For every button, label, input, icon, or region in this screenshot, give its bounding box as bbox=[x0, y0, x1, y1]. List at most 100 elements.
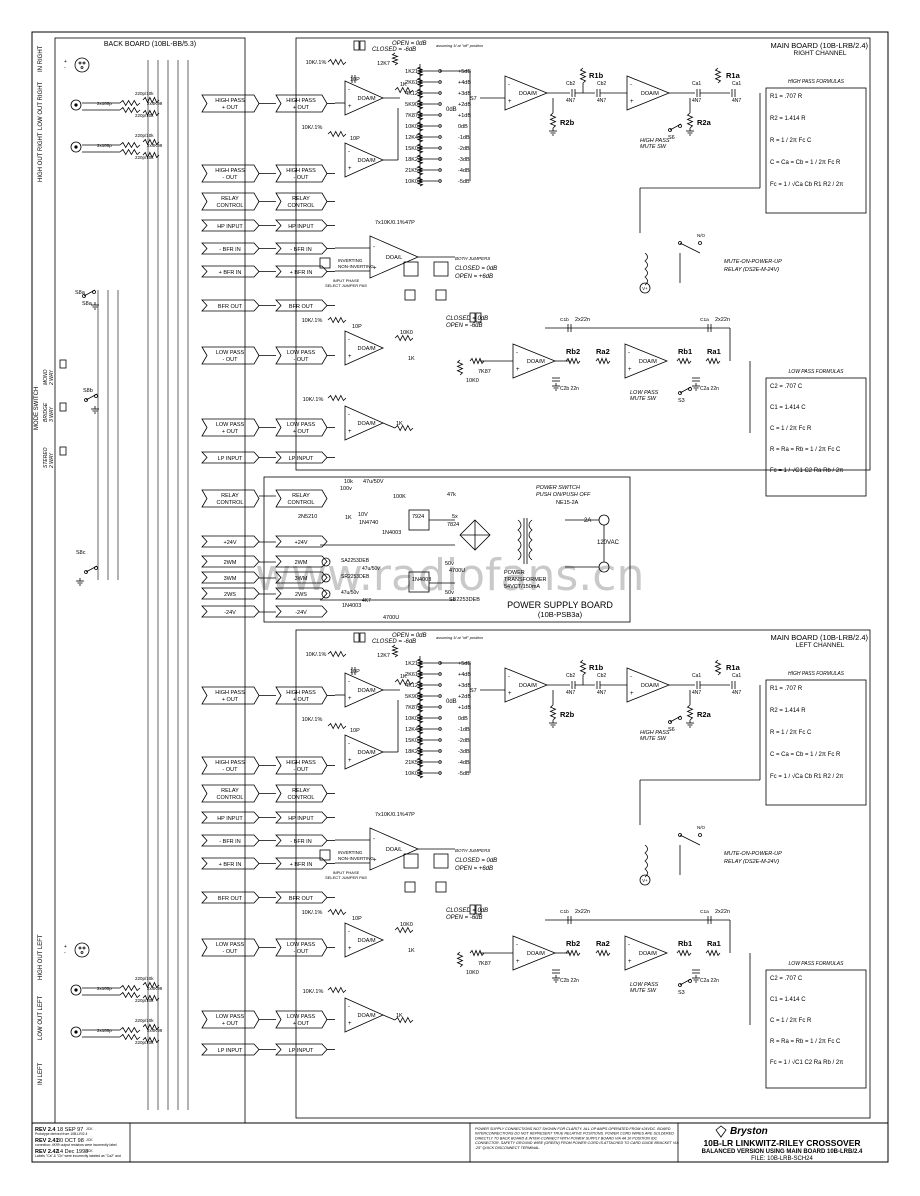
label: 220p/10k bbox=[135, 91, 154, 96]
jumper-note: assuming 1f at "off" position bbox=[436, 636, 483, 640]
opamp-symbol bbox=[344, 922, 384, 958]
label: 21K5 bbox=[405, 760, 418, 766]
opamp-pin: - bbox=[516, 942, 518, 948]
jumper bbox=[469, 312, 476, 323]
opamp-pin: + bbox=[348, 758, 352, 764]
watermark: www.radiofans.cn bbox=[255, 550, 644, 601]
label: 1K bbox=[408, 356, 415, 362]
lp-input-connector bbox=[201, 451, 260, 464]
relay-contact bbox=[698, 833, 702, 837]
minus-24v-connector bbox=[201, 605, 260, 618]
wire bbox=[85, 565, 98, 573]
xlr-pin bbox=[82, 946, 86, 950]
revision-by: JCK bbox=[86, 1149, 93, 1153]
opamp-label: DOA/M bbox=[358, 421, 376, 427]
bfr-out-connector bbox=[275, 891, 328, 904]
hp-input-connector bbox=[201, 219, 260, 232]
side-label: IN RIGHT bbox=[38, 45, 44, 72]
label: 1K21 bbox=[405, 69, 418, 75]
formula-box bbox=[765, 679, 867, 806]
label: V+ bbox=[642, 286, 648, 291]
bfr-in-neg-connector bbox=[201, 834, 260, 847]
label: 4N7 bbox=[692, 98, 701, 104]
psu-subtitle: (10B-PSB3a) bbox=[538, 610, 583, 619]
label: 50v bbox=[445, 561, 454, 567]
label: 1N4003 bbox=[382, 530, 401, 536]
label: 47u/50v bbox=[341, 590, 359, 596]
label: 7824 bbox=[447, 522, 459, 528]
label: 5K90 bbox=[405, 102, 418, 108]
psu-board-box bbox=[263, 476, 631, 623]
jack-tip bbox=[74, 145, 78, 149]
relay-control-connector bbox=[201, 784, 260, 803]
jumper bbox=[359, 40, 366, 51]
label: 220p/10k bbox=[135, 113, 154, 118]
regulator-7924 bbox=[408, 571, 430, 593]
label: LOW PASS bbox=[630, 390, 659, 396]
label: 10K/.1% bbox=[306, 652, 327, 658]
resistor-symbol bbox=[119, 1026, 141, 1034]
label: 4N7 bbox=[597, 690, 606, 696]
revision-note: Prototype derived from 10B-LR/2.4 bbox=[35, 1132, 88, 1136]
level-label: +1dB bbox=[458, 705, 471, 711]
title-block-file: FILE: 10B-LRB-SCH24 bbox=[751, 1156, 813, 1162]
revision-note: correction: 4K99 output resistors were i… bbox=[35, 1143, 117, 1147]
label: CLOSED = 0dB bbox=[455, 266, 497, 272]
connector-label: CONTROL bbox=[217, 500, 244, 506]
label: 15K0 bbox=[405, 146, 418, 152]
resistor-symbol bbox=[142, 1023, 160, 1031]
tap-contact bbox=[438, 168, 442, 172]
bfr-out-connector bbox=[201, 891, 260, 904]
level-label: -4dB bbox=[458, 168, 470, 174]
level-label: 0dB bbox=[458, 716, 468, 722]
led bbox=[321, 589, 331, 599]
label: 4N7 bbox=[732, 98, 741, 104]
bfr-in-pos-connector bbox=[275, 265, 328, 278]
resistor-symbol bbox=[416, 768, 424, 779]
jack-tip bbox=[74, 1030, 78, 1034]
opamp-label: DOA/M bbox=[641, 683, 659, 689]
opamp-symbol bbox=[624, 935, 669, 971]
formula: R1 = .707 R bbox=[770, 94, 803, 100]
resistor-symbol bbox=[714, 67, 722, 84]
label: 10K/.1% bbox=[302, 318, 323, 324]
led bbox=[321, 557, 331, 567]
wire bbox=[382, 422, 396, 429]
tap-contact bbox=[438, 91, 442, 95]
level-label: +2dB bbox=[458, 694, 471, 700]
resistor-symbol bbox=[119, 148, 141, 156]
resistor-symbol bbox=[714, 659, 722, 676]
label: 1N4740 bbox=[359, 520, 378, 526]
jumper-block bbox=[404, 881, 416, 893]
resistor-symbol bbox=[416, 713, 424, 724]
switch-contact bbox=[84, 570, 88, 574]
bfr-in-pos-connector bbox=[275, 857, 328, 870]
wire bbox=[679, 242, 701, 254]
tap-contact bbox=[438, 716, 442, 720]
wire bbox=[382, 1014, 396, 1021]
label: 4K12 bbox=[405, 683, 418, 689]
jumper bbox=[475, 904, 482, 915]
revision-note: Labels "Ca" & "Cb" were incorrectly labe… bbox=[35, 1154, 121, 1158]
formula: Fc = 1 / √C1 C2 Ra Rb / 2π bbox=[770, 467, 843, 474]
label: INVERTING bbox=[338, 258, 363, 263]
opamp-label: DOA/L bbox=[386, 847, 403, 853]
resistor-symbol bbox=[416, 165, 424, 176]
board-title: MAIN BOARD (10B-LRB/2.4) bbox=[770, 633, 868, 642]
level-label: -2dB bbox=[458, 146, 470, 152]
side-label: HIGH OUT LEFT bbox=[38, 934, 44, 980]
resistor-symbol bbox=[391, 644, 399, 658]
opamp-pin: + bbox=[630, 691, 634, 697]
connector-label: LOW PASS bbox=[287, 1014, 316, 1020]
connector-label: + OUT bbox=[222, 105, 239, 111]
label: C1a bbox=[700, 909, 709, 915]
resistor-symbol bbox=[391, 52, 399, 66]
side-label: LOW OUT LEFT bbox=[38, 995, 44, 1040]
note-text: INTERCONNECTIONS DO NOT REPRESENT TRUE R… bbox=[475, 1132, 674, 1136]
label: R1b bbox=[589, 663, 604, 672]
opamp-label: DOA/M bbox=[639, 359, 657, 365]
label: NON-INVERTING bbox=[338, 264, 374, 269]
label: MUTE SW bbox=[630, 396, 657, 402]
jumper bbox=[469, 904, 476, 915]
switch-contact bbox=[668, 720, 672, 724]
